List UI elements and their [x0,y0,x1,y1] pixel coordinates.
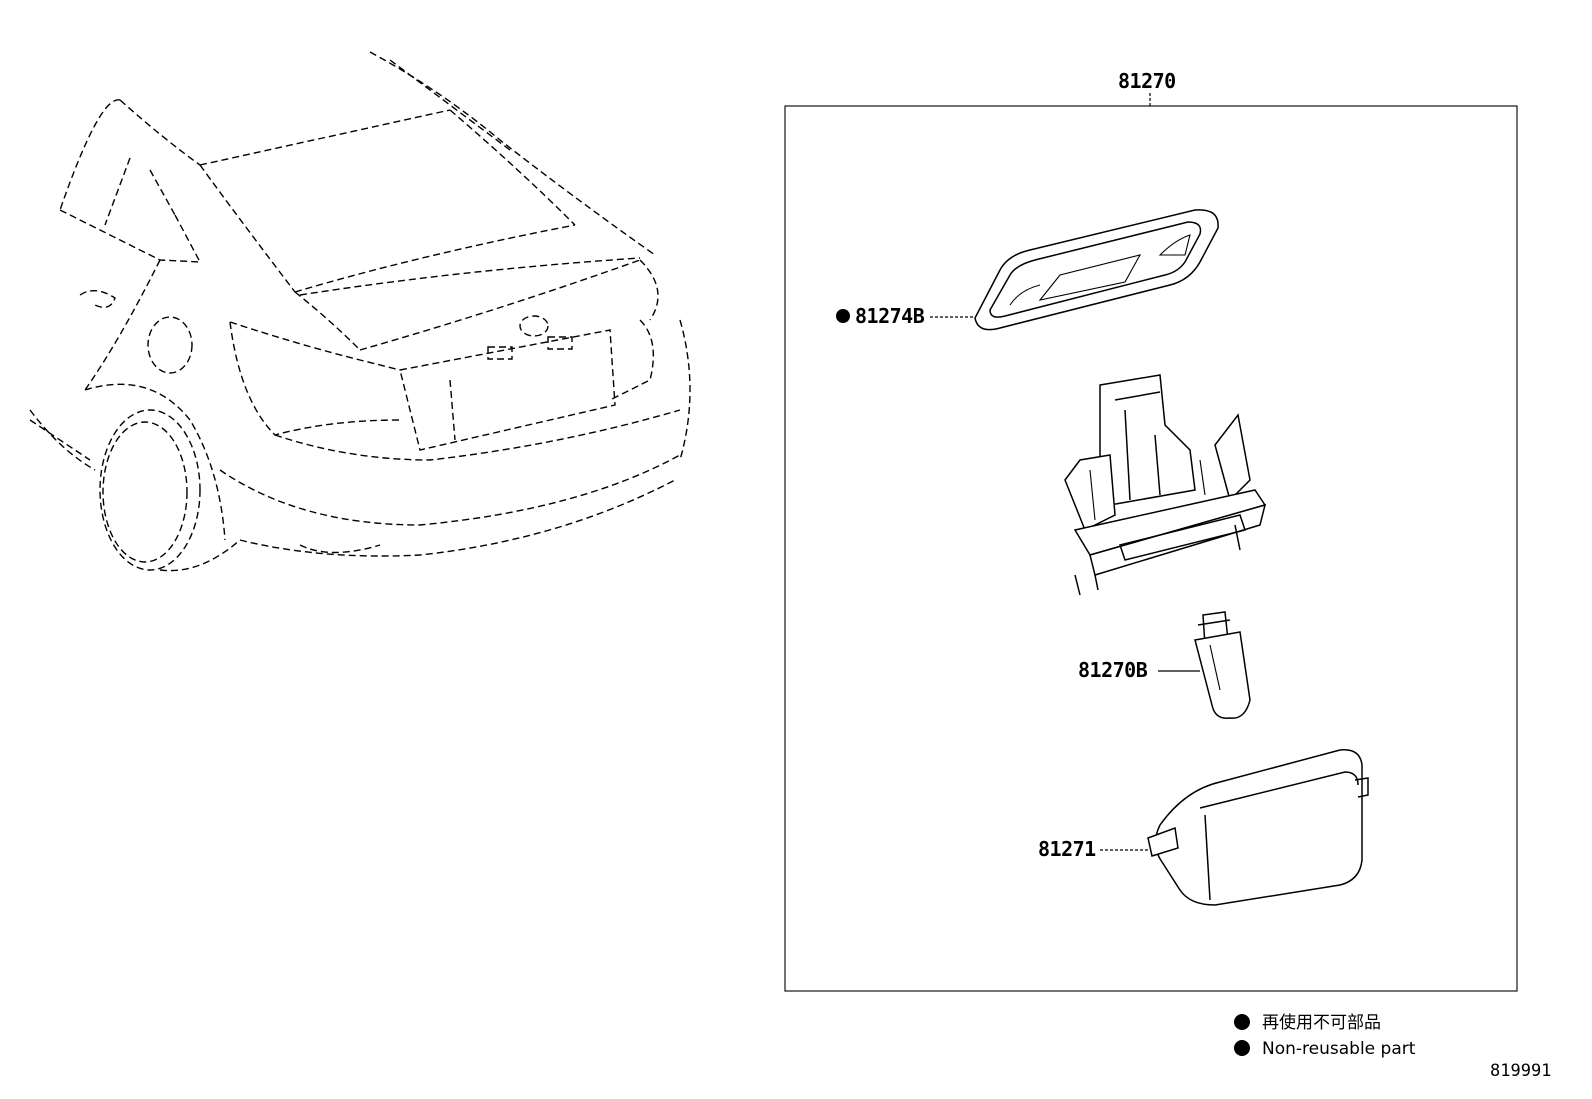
gasket-part-number: 81274B [855,304,925,328]
non-reusable-marker [836,309,850,323]
lens-part-number: 81271 [1038,837,1096,861]
legend-bullet-icon [1234,1014,1250,1030]
legend-japanese: 再使用不可部品 [1262,1012,1381,1033]
assembly-part-number: 81270 [1118,69,1176,93]
lamp-housing-illustration [1064,374,1267,596]
bulb-illustration [1194,611,1251,719]
lens-illustration [1147,749,1369,906]
gasket-illustration [974,209,1219,331]
legend: 再使用不可部品 Non-reusable part [1234,1012,1416,1059]
bulb-part-number: 81270B [1078,658,1148,682]
vehicle-rear-illustration [29,51,691,572]
legend-bullet-icon [1234,1040,1250,1056]
assembly-frame [784,93,1518,992]
legend-english: Non-reusable part [1262,1039,1416,1059]
diagram-reference-number: 819991 [1490,1061,1551,1081]
